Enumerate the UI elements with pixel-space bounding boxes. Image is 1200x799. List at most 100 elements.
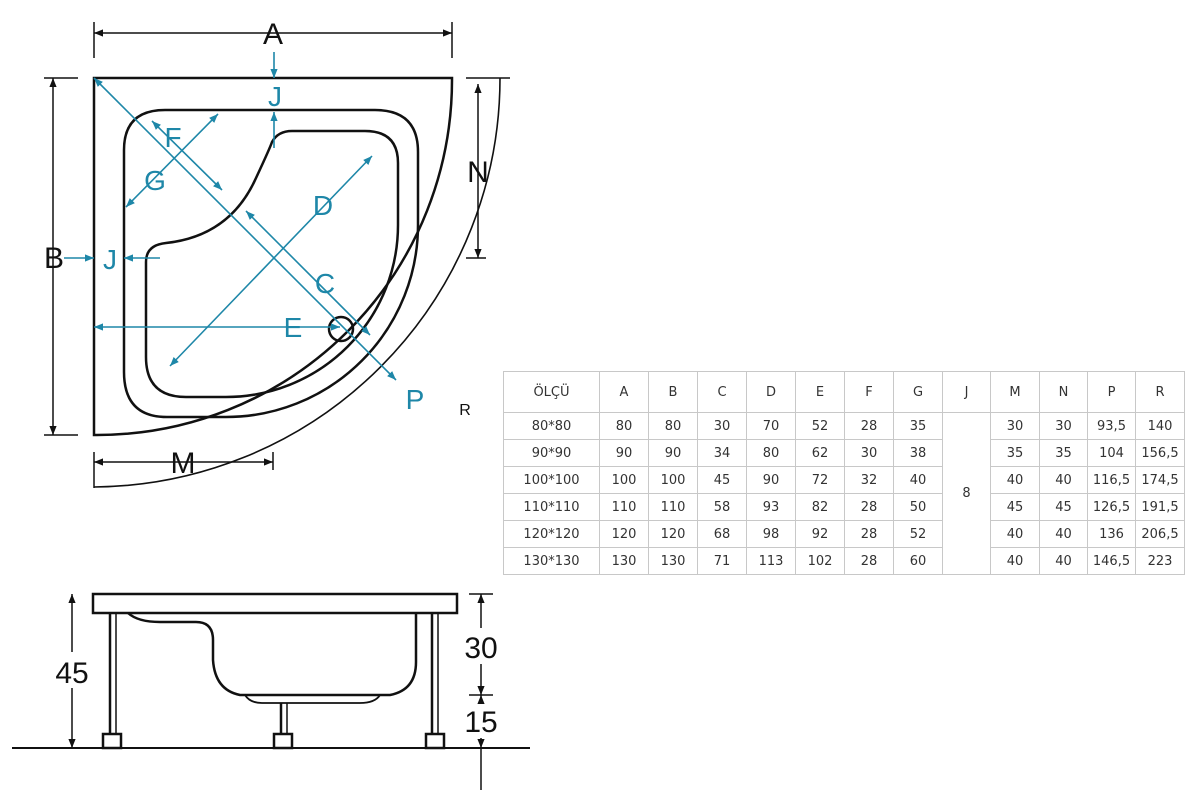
cell-m: 40 (990, 466, 1040, 494)
cell-n: 45 (1039, 493, 1088, 521)
cell-n: 30 (1039, 412, 1088, 440)
cell-m: 30 (990, 412, 1040, 440)
cell-f: 28 (844, 547, 894, 575)
cell-r: 191,5 (1135, 493, 1185, 521)
label-E: E (284, 312, 303, 343)
label-F: F (164, 122, 181, 153)
dim-line-C (245, 210, 371, 336)
foot-right (424, 732, 446, 750)
cell-c: 68 (697, 520, 747, 548)
cell-f: 28 (844, 412, 894, 440)
table-row: 90*90 90 90 34 80 62 30 38 35 35 104 156… (503, 439, 1185, 467)
cell-c: 58 (697, 493, 747, 521)
foot-middle (272, 732, 294, 750)
cell-g: 60 (893, 547, 943, 575)
dim-line-P (93, 77, 397, 381)
dim-line-G (125, 113, 219, 208)
label-N: N (467, 156, 489, 189)
cell-p: 93,5 (1087, 412, 1136, 440)
cell-c: 45 (697, 466, 747, 494)
label-15: 15 (464, 706, 497, 739)
cell-j-merged: 8 (942, 412, 991, 575)
header-f: F (844, 371, 894, 413)
tray-top-rim (91, 592, 459, 615)
cell-f: 30 (844, 439, 894, 467)
label-G: G (144, 165, 166, 196)
label-J-top: J (268, 81, 282, 112)
cell-b: 130 (648, 547, 698, 575)
cell-g: 50 (893, 493, 943, 521)
cell-a: 120 (599, 520, 649, 548)
cell-r: 140 (1135, 412, 1185, 440)
side-view (12, 592, 530, 750)
cell-p: 116,5 (1087, 466, 1136, 494)
foot-left (101, 732, 123, 750)
cell-d: 90 (746, 466, 796, 494)
cell-e: 92 (795, 520, 845, 548)
label-R: R (459, 402, 471, 419)
cell-c: 30 (697, 412, 747, 440)
label-P: P (406, 384, 425, 415)
cell-a: 100 (599, 466, 649, 494)
cell-n: 35 (1039, 439, 1088, 467)
cell-g: 35 (893, 412, 943, 440)
label-A: A (263, 18, 283, 51)
basin-with-seat-outline (144, 129, 400, 399)
plan-inner-dimensions (64, 52, 397, 381)
dimension-table: ÖLÇÜ A B C D E F G J M N P R 80*80 80 80… (503, 371, 1185, 575)
table-row: 100*100 100 100 45 90 72 32 40 40 40 116… (503, 466, 1185, 494)
cell-size: 100*100 (503, 466, 600, 494)
cell-m: 35 (990, 439, 1040, 467)
label-J-left: J (103, 244, 117, 275)
cell-p: 146,5 (1087, 547, 1136, 575)
cell-f: 32 (844, 466, 894, 494)
cell-f: 28 (844, 520, 894, 548)
label-C: C (315, 268, 335, 299)
cell-c: 34 (697, 439, 747, 467)
cell-d: 80 (746, 439, 796, 467)
cell-r: 206,5 (1135, 520, 1185, 548)
drain-bump (244, 694, 381, 704)
cell-size: 120*120 (503, 520, 600, 548)
cell-p: 136 (1087, 520, 1136, 548)
cell-m: 45 (990, 493, 1040, 521)
cell-n: 40 (1039, 466, 1088, 494)
cell-d: 70 (746, 412, 796, 440)
header-a: A (599, 371, 649, 413)
header-b: B (648, 371, 698, 413)
label-30: 30 (464, 632, 497, 665)
header-d: D (746, 371, 796, 413)
side-dimensions (68, 593, 493, 790)
cell-e: 82 (795, 493, 845, 521)
header-olcu: ÖLÇÜ (503, 371, 600, 413)
cell-a: 110 (599, 493, 649, 521)
cell-r: 174,5 (1135, 466, 1185, 494)
cell-m: 40 (990, 520, 1040, 548)
label-M: M (171, 447, 196, 480)
cell-r: 223 (1135, 547, 1185, 575)
table-row: 120*120 120 120 68 98 92 28 52 40 40 136… (503, 520, 1185, 548)
cell-n: 40 (1039, 520, 1088, 548)
cell-e: 72 (795, 466, 845, 494)
cell-size: 110*110 (503, 493, 600, 521)
cell-a: 80 (599, 412, 649, 440)
tub-body-profile (127, 612, 418, 697)
cell-b: 90 (648, 439, 698, 467)
cell-e: 52 (795, 412, 845, 440)
cell-g: 40 (893, 466, 943, 494)
cell-d: 93 (746, 493, 796, 521)
header-r: R (1135, 371, 1185, 413)
cell-g: 38 (893, 439, 943, 467)
cell-p: 104 (1087, 439, 1136, 467)
cell-d: 113 (746, 547, 796, 575)
table-row: 110*110 110 110 58 93 82 28 50 45 45 126… (503, 493, 1185, 521)
header-n: N (1039, 371, 1088, 413)
table-row: 130*130 130 130 71 113 102 28 60 40 40 1… (503, 547, 1185, 575)
cell-b: 120 (648, 520, 698, 548)
table-row: 80*80 80 80 30 70 52 28 35 8 30 30 93,5 … (503, 412, 1185, 575)
dim-line-D (169, 155, 373, 367)
header-g: G (893, 371, 943, 413)
cell-size: 80*80 (503, 412, 600, 440)
header-e: E (795, 371, 845, 413)
